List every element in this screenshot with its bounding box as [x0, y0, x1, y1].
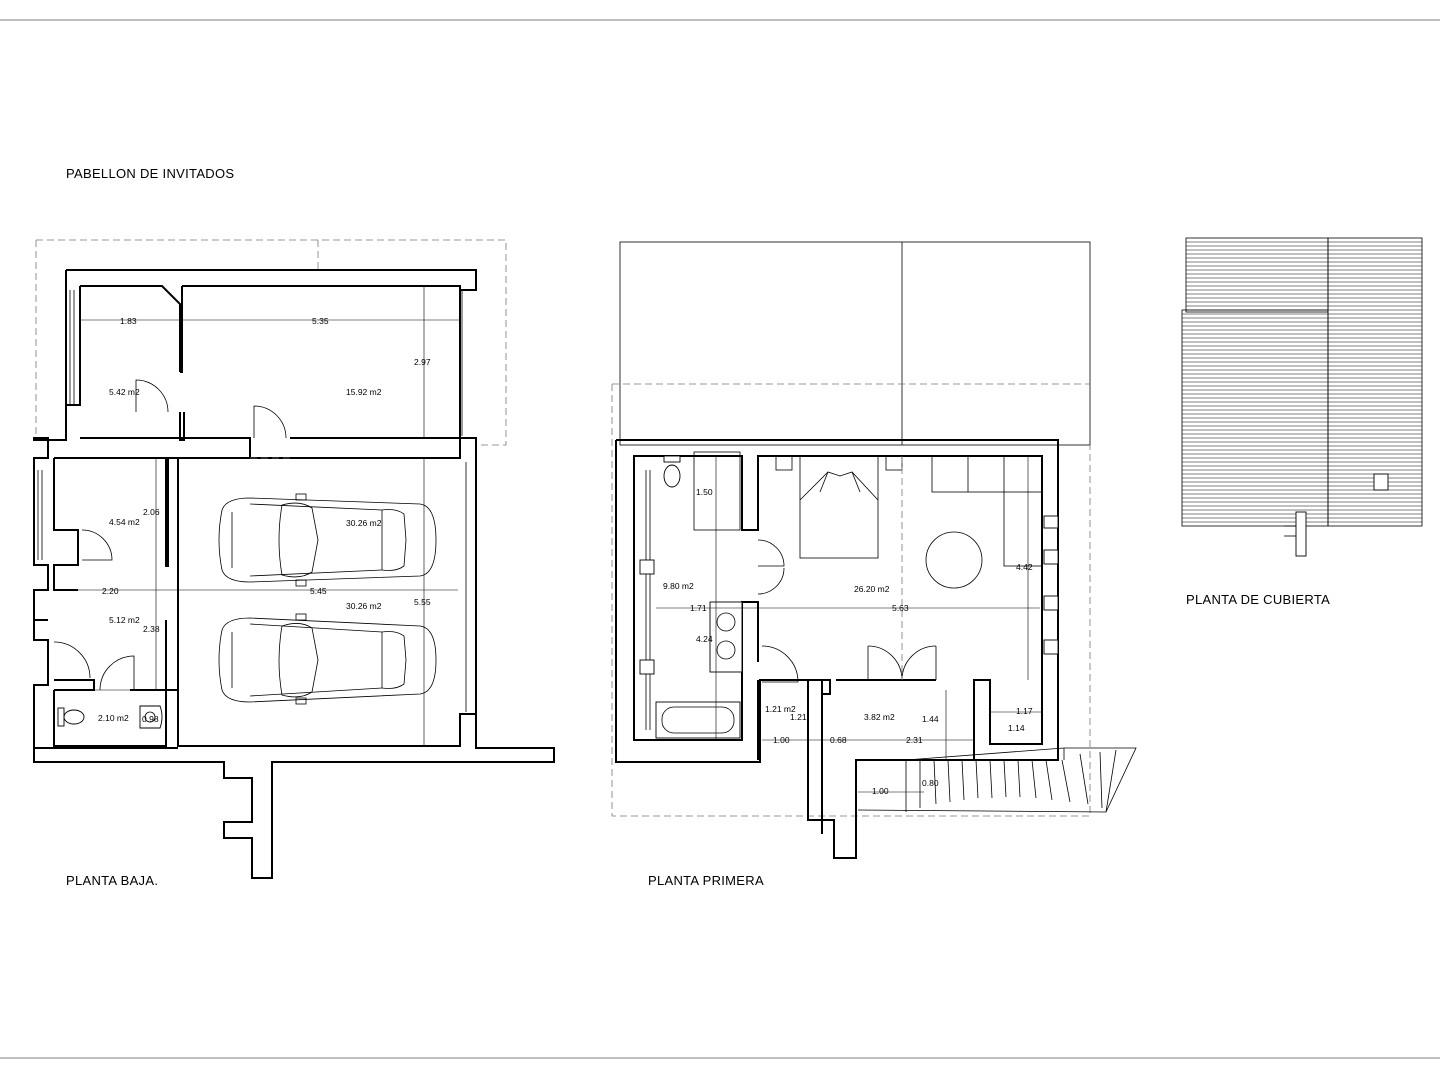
ground-roof-outline	[36, 239, 507, 446]
first-dim-4: 4.24	[696, 634, 713, 644]
car-top-2	[218, 613, 437, 705]
sofa-icon	[931, 455, 1043, 567]
first-dim-5: 1.21	[790, 712, 807, 722]
ground-door-3	[81, 529, 113, 561]
car-top-1	[218, 493, 437, 587]
ground-door-4	[53, 641, 91, 679]
first-upper-outline	[619, 241, 1091, 446]
ground-door-1	[135, 379, 169, 413]
ground-area-6: 2.10 m2	[98, 713, 129, 723]
first-dim-6: 1.44	[922, 714, 939, 724]
ground-area-0: 5.42 m2	[109, 387, 140, 397]
ground-dim-4: 2.20	[102, 586, 119, 596]
sheet-title: PABELLON DE INVITADOS	[66, 166, 234, 181]
ground-floor-plan: 5.42 m2 15.92 m2 4.54 m2 30.26 m2 5.12 m…	[33, 239, 555, 879]
ground-door-2	[253, 405, 287, 439]
roof-stair-icon	[1295, 511, 1307, 557]
first-dim-11: 2.31	[906, 735, 923, 745]
ground-dim-8: 0.98	[142, 714, 159, 724]
first-area-1: 26.20 m2	[854, 584, 890, 594]
first-plan-title: PLANTA PRIMERA	[648, 873, 764, 888]
first-dim-1: 1.71	[690, 603, 707, 613]
wc-icon	[663, 455, 681, 488]
washbasin-icon	[709, 601, 743, 673]
first-dim-3: 4.42	[1016, 562, 1033, 572]
round-table-icon	[925, 531, 983, 589]
first-dim-8: 1.14	[1008, 723, 1025, 733]
first-dim-12: 1.00	[872, 786, 889, 796]
first-area-0: 9.80 m2	[663, 581, 694, 591]
ground-area-2: 4.54 m2	[109, 517, 140, 527]
roof-chimney-icon	[1373, 473, 1389, 491]
ground-outer-wall	[33, 269, 555, 879]
ground-dim-7: 2.38	[143, 624, 160, 634]
ground-door-5	[99, 655, 135, 691]
first-door-1	[761, 645, 799, 683]
ground-area-4: 5.12 m2	[109, 615, 140, 625]
ground-area-3: 30.26 m2	[346, 518, 382, 528]
first-area-2: 1.21 m2	[765, 704, 796, 714]
first-floor-plan: 9.80 m2 26.20 m2 1.21 m2 3.82 m2 1.50 1.…	[611, 241, 1137, 859]
roof-plan	[1181, 237, 1423, 557]
toilet-icon	[57, 707, 85, 727]
first-dim-0: 1.50	[696, 487, 713, 497]
first-dim-9: 1.00	[773, 735, 790, 745]
ground-dim-3: 2.06	[143, 507, 160, 517]
first-dim-13: 0.80	[922, 778, 939, 788]
ground-dim-6: 5.55	[414, 597, 431, 607]
roof-plan-title: PLANTA DE CUBIERTA	[1186, 592, 1330, 607]
first-dim-2: 5.63	[892, 603, 909, 613]
first-dim-10: 0.68	[830, 735, 847, 745]
ground-dim-1: 5.35	[312, 316, 329, 326]
ground-dim-0: 1.83	[120, 316, 137, 326]
bed-icon	[775, 455, 903, 559]
first-area-3: 3.82 m2	[864, 712, 895, 722]
bathtub-icon	[655, 701, 741, 739]
first-dim-7: 1.17	[1016, 706, 1033, 716]
ground-plan-title: PLANTA BAJA.	[66, 873, 158, 888]
ground-dim-2: 2.97	[414, 357, 431, 367]
ground-dim-5: 5.45	[310, 586, 327, 596]
ground-area-1: 15.92 m2	[346, 387, 382, 397]
sink-icon	[139, 705, 163, 729]
stairs-icon	[857, 747, 1137, 813]
ground-area-5: 30.26 m2	[346, 601, 382, 611]
